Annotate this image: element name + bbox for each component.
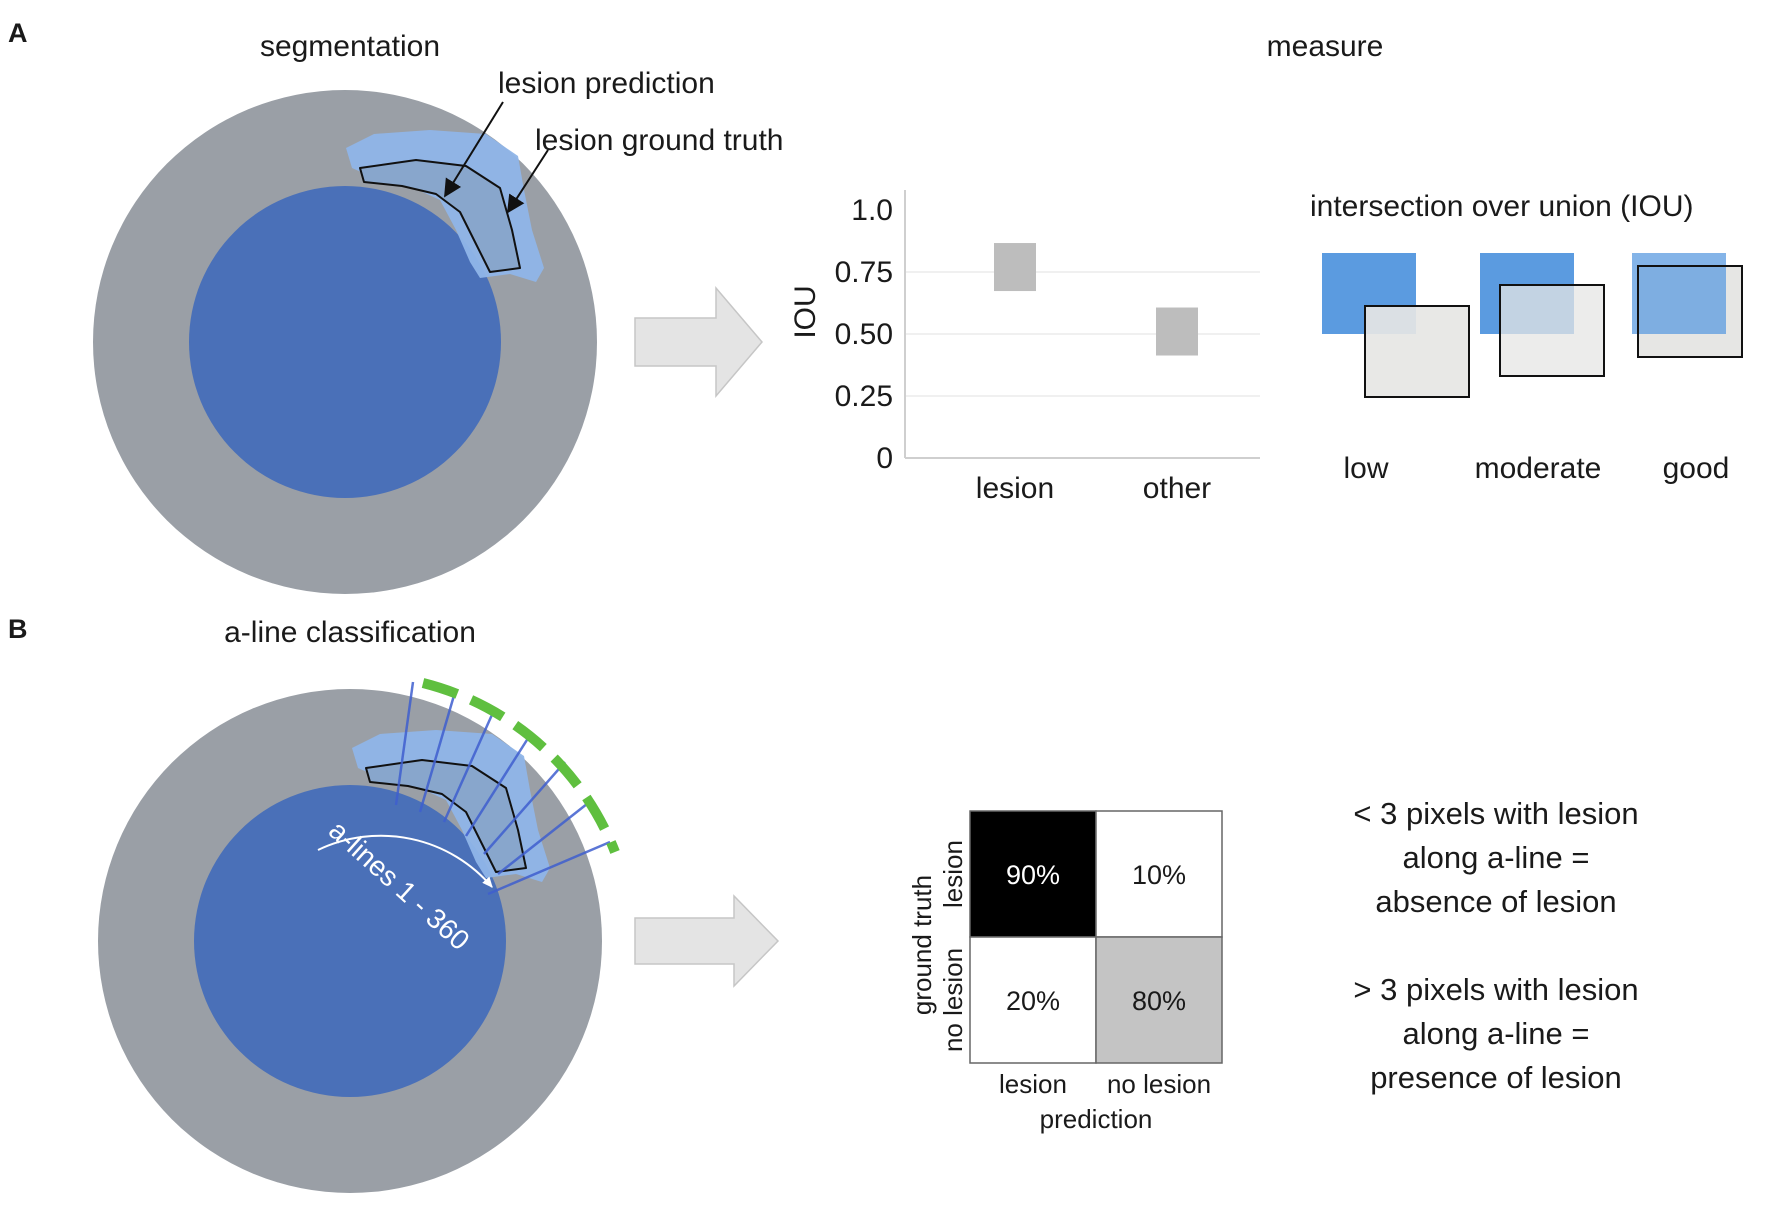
lumen-b bbox=[194, 785, 506, 1097]
cm-cell-value: 10% bbox=[1132, 860, 1186, 890]
cm-y-ticks: lesion no lesion bbox=[938, 840, 968, 1052]
cm-cell-value: 80% bbox=[1132, 986, 1186, 1016]
iou-gridlines bbox=[905, 271, 1260, 397]
iou-y-tick-label: 0 bbox=[876, 442, 893, 475]
rule-absence-line-1: < 3 pixels with lesion bbox=[1353, 796, 1638, 831]
iou-moderate-gray-box bbox=[1499, 284, 1605, 377]
iou-example-low bbox=[1322, 253, 1470, 398]
a-lines bbox=[394, 681, 611, 896]
iou-example-good bbox=[1632, 253, 1743, 358]
rule-presence: > 3 pixels with lesion along a-line = pr… bbox=[1353, 972, 1638, 1095]
lesion-prediction-label: lesion prediction bbox=[498, 67, 715, 100]
a-line-direction-arrow bbox=[317, 834, 493, 888]
lesion-ground-truth-region bbox=[359, 159, 521, 273]
rule-presence-line-1: > 3 pixels with lesion bbox=[1353, 972, 1638, 1007]
iou-y-ticks: 0 0.25 0.50 0.75 1.0 bbox=[835, 194, 893, 475]
cm-x-axis-label: prediction bbox=[1040, 1104, 1153, 1134]
rule-absence: < 3 pixels with lesion along a-line = ab… bbox=[1353, 796, 1638, 919]
a-line-diagram: a-lines 1 - 360 bbox=[98, 678, 620, 1193]
lumen bbox=[189, 186, 501, 498]
a-line bbox=[442, 707, 497, 823]
cm-y-tick-label: lesion bbox=[938, 840, 968, 908]
segmentation-diagram: lesion prediction lesion ground truth bbox=[93, 67, 784, 594]
lesion-ground-truth-label: lesion ground truth bbox=[535, 124, 784, 157]
lesion-prediction-pointer bbox=[444, 101, 504, 198]
iou-point-other bbox=[1156, 307, 1198, 356]
cm-cell bbox=[1095, 810, 1223, 938]
cm-x-tick-label: lesion bbox=[999, 1069, 1067, 1099]
a-line-classification-title: a-line classification bbox=[224, 616, 476, 649]
iou-example-moderate bbox=[1480, 253, 1605, 377]
iou-point-lesion bbox=[994, 243, 1036, 292]
iou-chart: 0 0.25 0.50 0.75 1.0 lesion other IOU bbox=[789, 190, 1260, 505]
iou-y-tick-label: 0.75 bbox=[835, 256, 893, 289]
iou-level-good: good bbox=[1663, 452, 1730, 485]
iou-x-ticks: lesion other bbox=[976, 472, 1211, 505]
iou-x-tick-label: other bbox=[1143, 472, 1211, 505]
cm-cell bbox=[969, 810, 1097, 938]
panel-a-label: A bbox=[8, 18, 28, 48]
cm-x-tick-label: no lesion bbox=[1107, 1069, 1211, 1099]
a-line bbox=[497, 799, 593, 875]
a-line bbox=[464, 731, 534, 837]
confusion-matrix: 90% 10% 20% 80% lesion no lesion lesion no le… bbox=[907, 810, 1223, 1134]
cm-cell-value: 90% bbox=[1006, 860, 1060, 890]
cm-cells: 90% 10% 20% 80% bbox=[969, 810, 1223, 1064]
iou-y-tick-label: 1.0 bbox=[851, 194, 893, 227]
iou-y-tick-label: 0.50 bbox=[835, 318, 893, 351]
segmentation-title: segmentation bbox=[260, 30, 440, 63]
cm-y-tick-label: no lesion bbox=[938, 948, 968, 1052]
rule-absence-line-2: along a-line = bbox=[1403, 840, 1590, 875]
a-line bbox=[483, 761, 566, 855]
rule-presence-line-3: presence of lesion bbox=[1370, 1060, 1622, 1095]
cm-cell bbox=[1095, 936, 1223, 1064]
iou-good-outline bbox=[1637, 265, 1743, 358]
lesion-ground-truth-pointer bbox=[507, 149, 549, 214]
cm-cell-value: 20% bbox=[1006, 986, 1060, 1016]
lesion-a-line-arc bbox=[421, 678, 620, 854]
lesion-ground-truth-region-b bbox=[365, 759, 527, 873]
iou-y-tick-label: 0.25 bbox=[835, 380, 893, 413]
iou-title: intersection over union (IOU) bbox=[1310, 190, 1694, 223]
rule-absence-line-3: absence of lesion bbox=[1375, 884, 1616, 919]
cm-y-axis-label: ground truth bbox=[907, 875, 937, 1015]
flow-arrow-b bbox=[634, 894, 780, 988]
flow-arrow-a bbox=[634, 285, 763, 399]
a-line bbox=[487, 840, 611, 896]
iou-x-tick-label: lesion bbox=[976, 472, 1054, 505]
panel-b-label: B bbox=[8, 614, 28, 644]
iou-y-axis-label: IOU bbox=[789, 285, 822, 338]
iou-level-moderate: moderate bbox=[1475, 452, 1602, 485]
iou-points bbox=[994, 243, 1198, 356]
a-line bbox=[394, 681, 415, 806]
rule-presence-line-2: along a-line = bbox=[1403, 1016, 1590, 1051]
cm-cell bbox=[969, 936, 1097, 1064]
iou-low-gray-box bbox=[1364, 305, 1470, 398]
iou-level-low: low bbox=[1343, 452, 1388, 485]
cm-x-ticks: lesion no lesion bbox=[999, 1069, 1211, 1099]
a-line bbox=[418, 691, 457, 813]
measure-title: measure bbox=[1267, 30, 1384, 63]
